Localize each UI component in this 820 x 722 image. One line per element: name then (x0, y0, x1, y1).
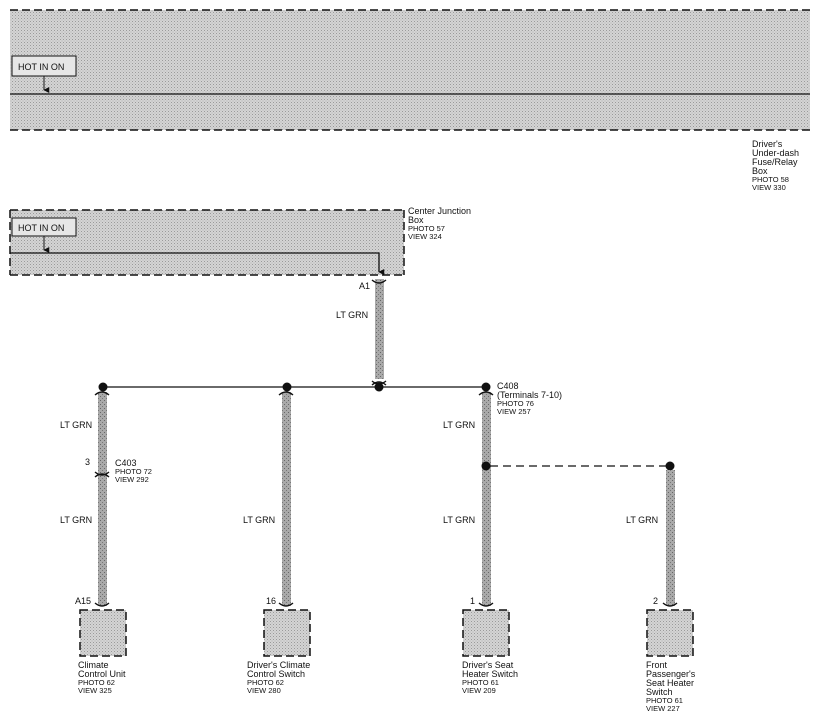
svg-text:PHOTO 58: PHOTO 58 (752, 175, 789, 184)
hot-in-on-label-fuse-box: HOT IN ON (11, 55, 77, 77)
svg-text:C403: C403 (115, 458, 137, 468)
fuse-relay-box: HOT IN ON (10, 9, 810, 131)
splice-point (374, 382, 384, 392)
splice-point (481, 461, 491, 471)
svg-text:VIEW 325: VIEW 325 (78, 686, 112, 695)
svg-text:PHOTO 61: PHOTO 61 (462, 678, 499, 687)
component-pin-label: 16 (266, 596, 276, 606)
drivers-seat-heater-switch-caption: Driver's Seat Heater Switch PHOTO 61 VIE… (462, 660, 518, 695)
front-passengers-seat-heater-switch-component (646, 609, 694, 657)
terminal-a1-label: A1 (359, 281, 370, 291)
branch-climate-control-unit (94, 391, 110, 607)
svg-text:VIEW 209: VIEW 209 (462, 686, 496, 695)
svg-text:Driver's Seat: Driver's Seat (462, 660, 514, 670)
component-pin-label: 2 (653, 596, 658, 606)
branch-drivers-climate-control-switch (278, 391, 294, 607)
drivers-climate-control-switch-caption: Driver's Climate Control Switch PHOTO 62… (247, 660, 310, 695)
hot-in-on-label-junction: HOT IN ON (11, 217, 77, 237)
svg-text:PHOTO 62: PHOTO 62 (247, 678, 284, 687)
svg-text:PHOTO 62: PHOTO 62 (78, 678, 115, 687)
svg-text:(Terminals 7-10): (Terminals 7-10) (497, 390, 562, 400)
fuse-box-caption: Driver's Under-dash Fuse/Relay Box PHOTO… (752, 139, 799, 192)
svg-text:Fuse/Relay: Fuse/Relay (752, 157, 798, 167)
climate-control-unit-caption: Climate Control Unit PHOTO 62 VIEW 325 (78, 660, 126, 695)
svg-text:Under-dash: Under-dash (752, 148, 799, 158)
main-wire (371, 279, 387, 386)
splice-point (98, 382, 108, 392)
svg-text:VIEW 227: VIEW 227 (646, 704, 680, 713)
connector-pin-label: 3 (85, 457, 90, 467)
splice-point (282, 382, 292, 392)
wire-color-label: LT GRN (243, 515, 275, 525)
svg-text:Control Switch: Control Switch (247, 669, 305, 679)
splice-point (665, 461, 675, 471)
svg-text:VIEW 280: VIEW 280 (247, 686, 281, 695)
svg-text:Driver's Climate: Driver's Climate (247, 660, 310, 670)
svg-text:Center Junction: Center Junction (408, 206, 471, 216)
drivers-seat-heater-switch-component (462, 609, 510, 657)
svg-text:Box: Box (752, 166, 768, 176)
climate-control-unit-component (79, 609, 127, 657)
svg-text:PHOTO 76: PHOTO 76 (497, 399, 534, 408)
svg-text:Control Unit: Control Unit (78, 669, 126, 679)
svg-text:VIEW 292: VIEW 292 (115, 475, 149, 484)
svg-text:VIEW 257: VIEW 257 (497, 407, 531, 416)
wire-color-label: LT GRN (626, 515, 658, 525)
svg-text:HOT IN ON: HOT IN ON (18, 62, 64, 72)
splice-point (481, 382, 491, 392)
svg-text:PHOTO 72: PHOTO 72 (115, 467, 152, 476)
wire-color-label: LT GRN (60, 420, 92, 430)
svg-text:PHOTO 57: PHOTO 57 (408, 224, 445, 233)
junction-box-caption: Center Junction Box PHOTO 57 VIEW 324 (408, 206, 471, 241)
branch-front-passengers-seat-heater-switch (662, 470, 678, 607)
component-pin-label: 1 (470, 596, 475, 606)
svg-text:PHOTO 61: PHOTO 61 (646, 696, 683, 705)
svg-text:Heater Switch: Heater Switch (462, 669, 518, 679)
svg-text:VIEW 324: VIEW 324 (408, 232, 442, 241)
center-junction-box: HOT IN ON (9, 209, 405, 276)
svg-text:Driver's: Driver's (752, 139, 783, 149)
svg-text:HOT IN ON: HOT IN ON (18, 223, 64, 233)
wire-color-label: LT GRN (443, 420, 475, 430)
svg-text:VIEW 330: VIEW 330 (752, 183, 786, 192)
branch-drivers-seat-heater-switch (478, 391, 494, 607)
front-passengers-seat-heater-switch-caption: Front Passenger's Seat Heater Switch PHO… (646, 660, 696, 713)
drivers-climate-control-switch-component (263, 609, 311, 657)
svg-text:Climate: Climate (78, 660, 109, 670)
svg-text:Switch: Switch (646, 687, 673, 697)
svg-text:Seat Heater: Seat Heater (646, 678, 694, 688)
component-pin-label: A15 (75, 596, 91, 606)
svg-text:C408: C408 (497, 381, 519, 391)
connector-c408-caption: C408 (Terminals 7-10) PHOTO 76 VIEW 257 (497, 381, 562, 416)
svg-text:Passenger's: Passenger's (646, 669, 696, 679)
svg-text:Front: Front (646, 660, 668, 670)
svg-text:Box: Box (408, 215, 424, 225)
wire-color-label: LT GRN (443, 515, 475, 525)
wire-color-label: LT GRN (60, 515, 92, 525)
main-wire-color-label: LT GRN (336, 310, 368, 320)
connector-c403-caption: C403 PHOTO 72 VIEW 292 (115, 458, 152, 484)
